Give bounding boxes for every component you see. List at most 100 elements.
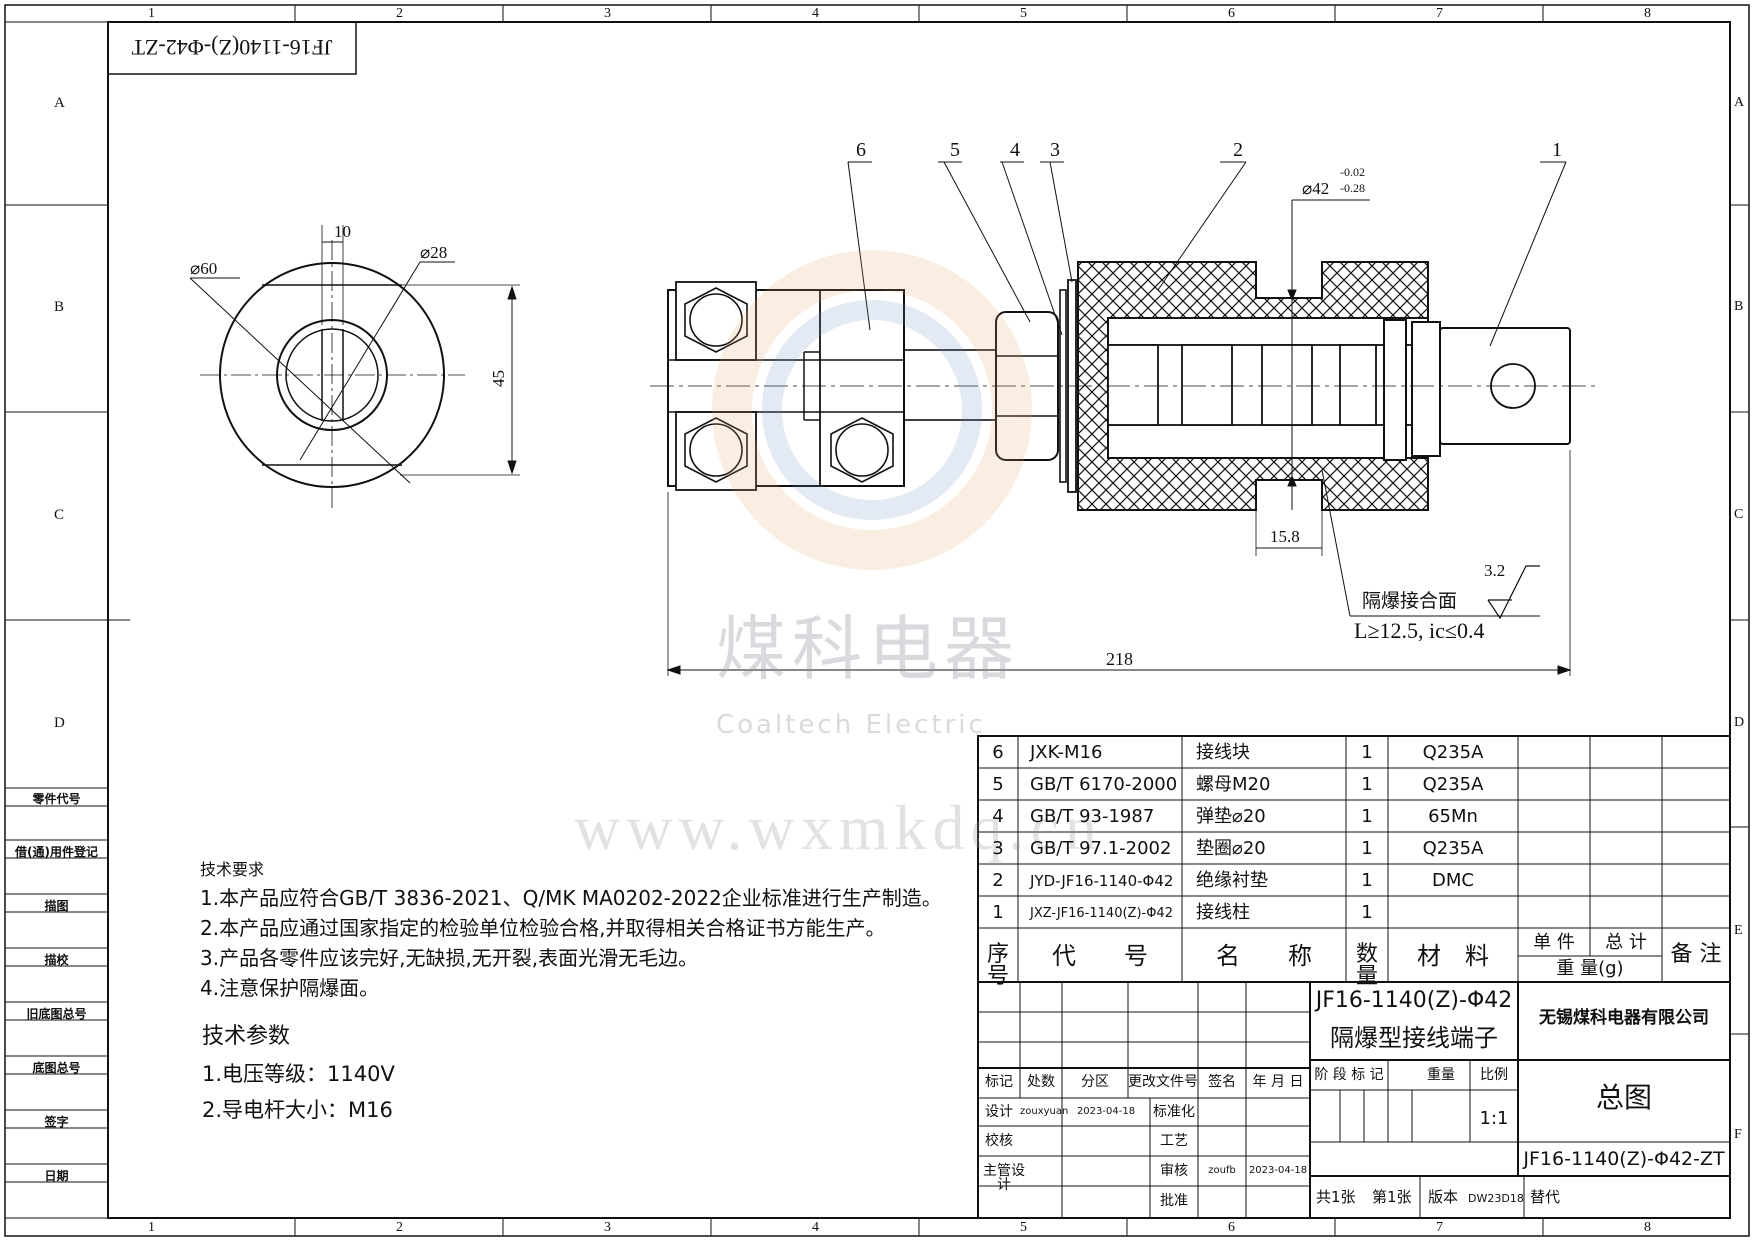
side-label: 旧底图总号 xyxy=(26,1007,87,1021)
tech-param-item: 2.导电杆大小：M16 xyxy=(202,1098,393,1122)
roughness-value: 3.2 xyxy=(1484,561,1506,580)
bom-code: JXK-M16 xyxy=(1030,742,1103,763)
drawing-no-box xyxy=(107,21,357,75)
product-name: 隔爆型接线端子 xyxy=(1330,1024,1498,1052)
chief-label: 主管设计 xyxy=(983,1163,1025,1193)
row-label: A xyxy=(1734,95,1745,110)
dim-dia42: ⌀42 xyxy=(1302,179,1330,198)
col-label: 5 xyxy=(1020,6,1027,21)
sheet-no: 第1张 xyxy=(1372,1188,1412,1206)
bom-code: GB/T 97.1-2002 xyxy=(1030,838,1172,859)
side-label: 日期 xyxy=(44,1169,69,1183)
row-label: B xyxy=(54,299,65,315)
bom-code: JXZ-JF16-1140(Z)-Φ42 xyxy=(1030,906,1173,921)
balloon-6: 6 xyxy=(856,139,866,161)
bom-no: 6 xyxy=(992,742,1004,763)
col-label: 7 xyxy=(1436,6,1443,21)
side-label: 底图总号 xyxy=(32,1061,81,1075)
bom-header-qty: 数量 xyxy=(1355,942,1378,989)
side-view xyxy=(650,161,1600,676)
review-label: 审核 xyxy=(1160,1163,1188,1179)
col-label: 5 xyxy=(1020,1220,1027,1235)
watermark-cn: 煤科电器 xyxy=(716,608,1020,690)
col-label: 6 xyxy=(1228,1220,1235,1235)
sheets-total: 共1张 xyxy=(1316,1188,1356,1206)
bom-code: JYD-JF16-1140-Φ42 xyxy=(1030,872,1174,890)
check-label: 校核 xyxy=(985,1133,1013,1149)
dim-dia28: ⌀28 xyxy=(420,243,448,262)
version-value: DW23D18 xyxy=(1468,1192,1524,1205)
version-label: 版本 xyxy=(1428,1188,1459,1206)
weight-label: 重量 xyxy=(1427,1067,1455,1083)
balloon-3: 3 xyxy=(1050,139,1060,161)
company-name: 无锡煤科电器有限公司 xyxy=(1539,1008,1709,1028)
col-label: 6 xyxy=(1228,6,1235,21)
rev-header: 年 月 日 xyxy=(1252,1074,1304,1090)
rev-header: 分区 xyxy=(1081,1074,1109,1090)
bom-qty: 1 xyxy=(1361,902,1373,923)
scale-label: 比例 xyxy=(1480,1067,1508,1083)
bom-code: GB/T 93-1987 xyxy=(1030,806,1155,827)
reviewer: zoufb xyxy=(1208,1165,1236,1176)
bom-name: 绝缘衬垫 xyxy=(1196,870,1268,891)
bom-header-code: 代 号 xyxy=(1052,942,1148,970)
side-panel-grid xyxy=(5,787,108,1183)
stage-label: 阶 段 标 记 xyxy=(1314,1067,1384,1083)
bom-name: 接线块 xyxy=(1196,742,1250,763)
design-label: 设计 xyxy=(985,1104,1013,1120)
title-block-grid xyxy=(977,735,1731,1219)
bom-name: 垫圈⌀20 xyxy=(1196,838,1266,859)
bom-material: 65Mn xyxy=(1428,806,1478,827)
tech-param-item: 1.电压等级：1140V xyxy=(202,1062,395,1086)
bom-qty: 1 xyxy=(1361,806,1373,827)
bom-no: 2 xyxy=(992,870,1004,891)
col-label: 7 xyxy=(1436,1220,1443,1235)
bom-header-no: 序号 xyxy=(986,942,1009,989)
bom-header-total: 总 计 xyxy=(1605,932,1647,953)
scale-value: 1:1 xyxy=(1479,1108,1509,1129)
rotated-drawing-number: JF16-1140(Z)-Φ42-ZT xyxy=(131,35,333,60)
col-label: 2 xyxy=(396,1220,403,1235)
col-label: 1 xyxy=(148,1220,155,1235)
tech-req-item: 2.本产品应通过国家指定的检验单位检验合格,并取得相关合格证书方能生产。 xyxy=(200,916,886,940)
bom-material: Q235A xyxy=(1422,742,1484,763)
side-label: 零件代号 xyxy=(32,792,81,806)
dim-width10: 10 xyxy=(334,222,351,241)
row-label: D xyxy=(1734,715,1745,730)
review-date: 2023-04-18 xyxy=(1248,1165,1308,1176)
bom-no: 3 xyxy=(992,838,1004,859)
col-label: 8 xyxy=(1644,1220,1651,1235)
std-label: 标准化 xyxy=(1153,1104,1195,1120)
dim-15-8: 15.8 xyxy=(1270,527,1300,546)
approve-label: 批准 xyxy=(1160,1193,1188,1209)
bom-material: Q235A xyxy=(1422,774,1484,795)
watermark-url: www.wxmkdq.cn xyxy=(574,792,1103,863)
rev-header: 签名 xyxy=(1208,1074,1236,1090)
col-label: 3 xyxy=(604,1220,611,1235)
bom-code: GB/T 6170-2000 xyxy=(1030,774,1178,795)
designer: zouxyuan xyxy=(1020,1106,1069,1117)
row-label: D xyxy=(54,715,65,731)
side-label: 描校 xyxy=(44,953,69,967)
balloon-5: 5 xyxy=(950,139,960,161)
row-label: C xyxy=(54,507,65,523)
row-label: E xyxy=(1734,923,1743,938)
bom-no: 5 xyxy=(992,774,1004,795)
side-label: 签字 xyxy=(44,1115,69,1129)
bom-no: 1 xyxy=(992,902,1004,923)
balloon-4: 4 xyxy=(1010,139,1020,161)
dim-218: 218 xyxy=(1106,649,1133,669)
bom-header-unit: 单 件 xyxy=(1533,932,1575,953)
dim-dia42-tol-upper: -0.02 xyxy=(1340,165,1365,179)
bom-name: 弹垫⌀20 xyxy=(1196,806,1266,827)
watermark-logo xyxy=(712,250,1032,570)
tech-req-item: 1.本产品应符合GB/T 3836-2021、Q/MK MA0202-2022企… xyxy=(200,886,942,910)
rev-header: 更改文件号 xyxy=(1128,1074,1198,1090)
dim-dia42-tol-lower: -0.28 xyxy=(1340,181,1365,195)
col-label: 2 xyxy=(396,6,403,21)
bom-header-remark: 备 注 xyxy=(1670,942,1722,967)
bom-header-weight: 重 量(g) xyxy=(1556,958,1624,979)
tech-req-item: 3.产品各零件应该完好,无缺损,无开裂,表面光滑无毛边。 xyxy=(200,946,699,970)
design-date: 2023-04-18 xyxy=(1076,1106,1136,1117)
